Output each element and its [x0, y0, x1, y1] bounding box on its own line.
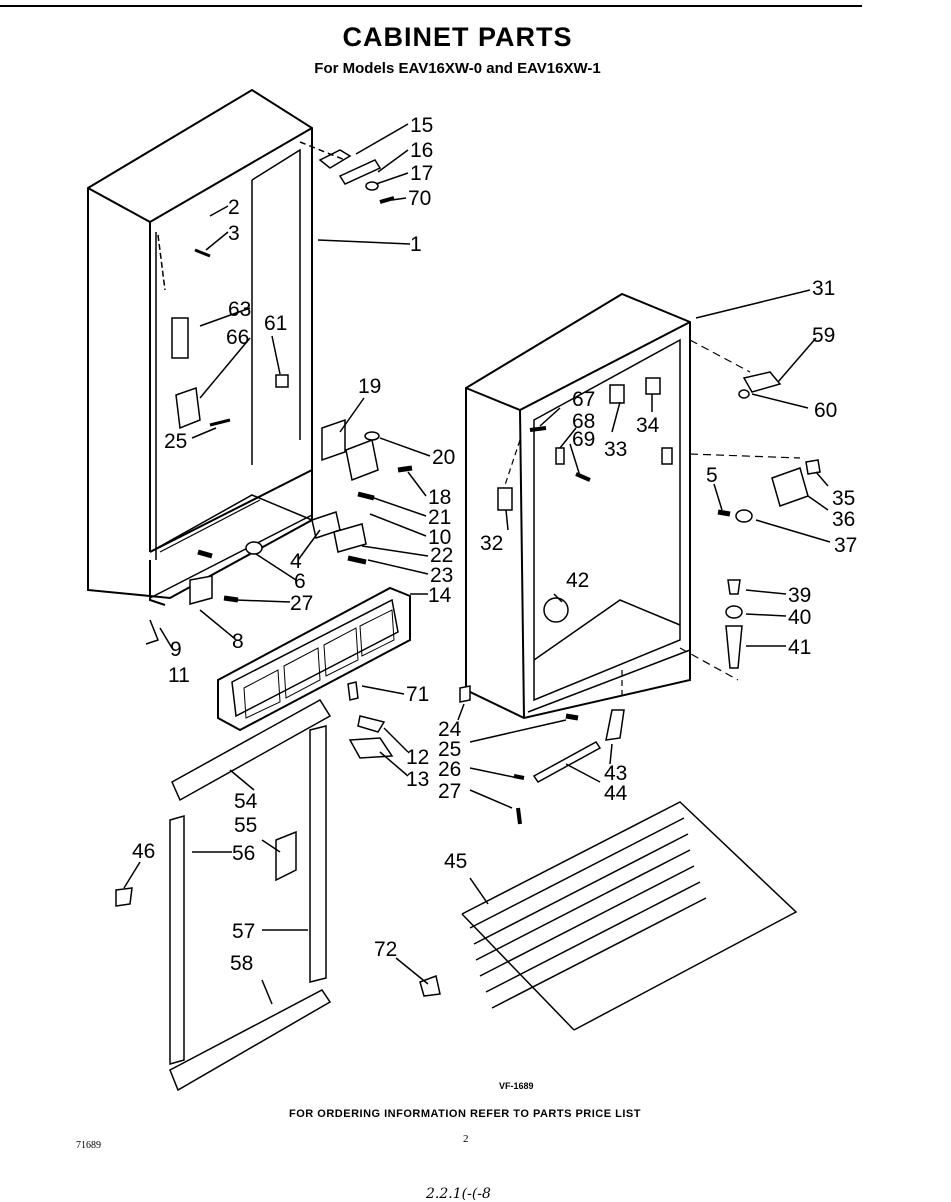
callout-57: 57 [232, 920, 255, 943]
callout-20: 20 [432, 446, 455, 469]
callout-11: 11 [168, 664, 190, 687]
upper-cabinet-drawing [87, 88, 313, 606]
callout-35: 35 [832, 487, 855, 510]
callout-14: 14 [428, 584, 452, 607]
callout-15: 15 [410, 114, 433, 137]
callout-2: 2 [228, 196, 240, 219]
callout-27-left: 27 [290, 592, 313, 615]
callout-37: 37 [834, 534, 857, 557]
control-parts [459, 371, 821, 825]
wire-shelf [461, 801, 798, 1031]
callout-45: 45 [444, 850, 467, 873]
callout-32: 32 [480, 532, 503, 555]
callout-21: 21 [428, 506, 451, 529]
grille-clips [347, 681, 394, 759]
callout-1: 1 [410, 233, 422, 256]
callout-54: 54 [234, 790, 258, 813]
callout-23: 23 [430, 564, 453, 587]
callout-33: 33 [604, 438, 627, 461]
ordering-note: FOR ORDERING INFORMATION REFER TO PARTS … [289, 1108, 641, 1120]
callout-43: 43 [604, 762, 627, 785]
callout-56: 56 [232, 842, 255, 865]
callout-63: 63 [228, 298, 251, 321]
callout-68: 68 [572, 410, 595, 433]
callout-12: 12 [406, 746, 429, 769]
grille-drawing [217, 586, 411, 732]
gasket-frame-drawing [115, 698, 441, 1092]
callout-42: 42 [566, 569, 589, 592]
page-subtitle: For Models EAV16XW-0 and EAV16XW-1 [314, 60, 601, 77]
callout-17: 17 [410, 162, 433, 185]
callout-60: 60 [814, 399, 837, 422]
callout-10: 10 [428, 526, 451, 549]
callout-55: 55 [234, 814, 257, 837]
callout-16: 16 [410, 139, 433, 162]
callout-31: 31 [812, 277, 835, 300]
callout-6: 6 [294, 570, 306, 593]
callout-13: 13 [406, 768, 429, 791]
callout-39: 39 [788, 584, 811, 607]
callout-9: 9 [170, 638, 182, 661]
callout-67: 67 [572, 388, 595, 411]
callout-8: 8 [232, 630, 244, 653]
figure-reference: VF-1689 [499, 1081, 534, 1091]
callout-25-right: 25 [438, 738, 461, 761]
callout-27-right: 27 [438, 780, 461, 803]
callout-58: 58 [230, 952, 253, 975]
callout-25-left: 25 [164, 430, 187, 453]
callout-46: 46 [132, 840, 155, 863]
callout-40: 40 [788, 606, 811, 629]
callout-70: 70 [408, 187, 431, 210]
callout-69: 69 [572, 428, 595, 451]
callout-3: 3 [228, 222, 240, 245]
document-number: 71689 [76, 1140, 101, 1151]
callout-36: 36 [832, 508, 855, 531]
top-rule [0, 5, 862, 7]
page-number: 2 [463, 1133, 469, 1145]
callout-72: 72 [374, 938, 397, 961]
callout-44: 44 [604, 782, 628, 805]
callout-24: 24 [438, 718, 462, 741]
callout-19: 19 [358, 375, 381, 398]
callout-5: 5 [706, 464, 718, 487]
handwritten-note: 2.2.1(-(-8 [426, 1186, 491, 1202]
lower-hinge-parts [145, 418, 413, 645]
callout-22: 22 [430, 544, 453, 567]
top-hinge-parts [299, 141, 395, 204]
callout-66: 66 [226, 326, 249, 349]
callout-59: 59 [812, 324, 835, 347]
callout-18: 18 [428, 486, 451, 509]
callout-4: 4 [290, 550, 302, 573]
callout-71: 71 [406, 683, 429, 706]
callout-61: 61 [264, 312, 287, 335]
lower-cabinet-drawing [465, 292, 801, 720]
page-title: CABINET PARTS [342, 22, 573, 52]
callout-labels: 15 16 17 70 2 3 1 63 61 66 25 19 20 18 2… [132, 114, 857, 975]
callout-41: 41 [788, 636, 811, 659]
callout-26: 26 [438, 758, 461, 781]
leader-lines [123, 123, 831, 1005]
callout-34: 34 [636, 414, 660, 437]
